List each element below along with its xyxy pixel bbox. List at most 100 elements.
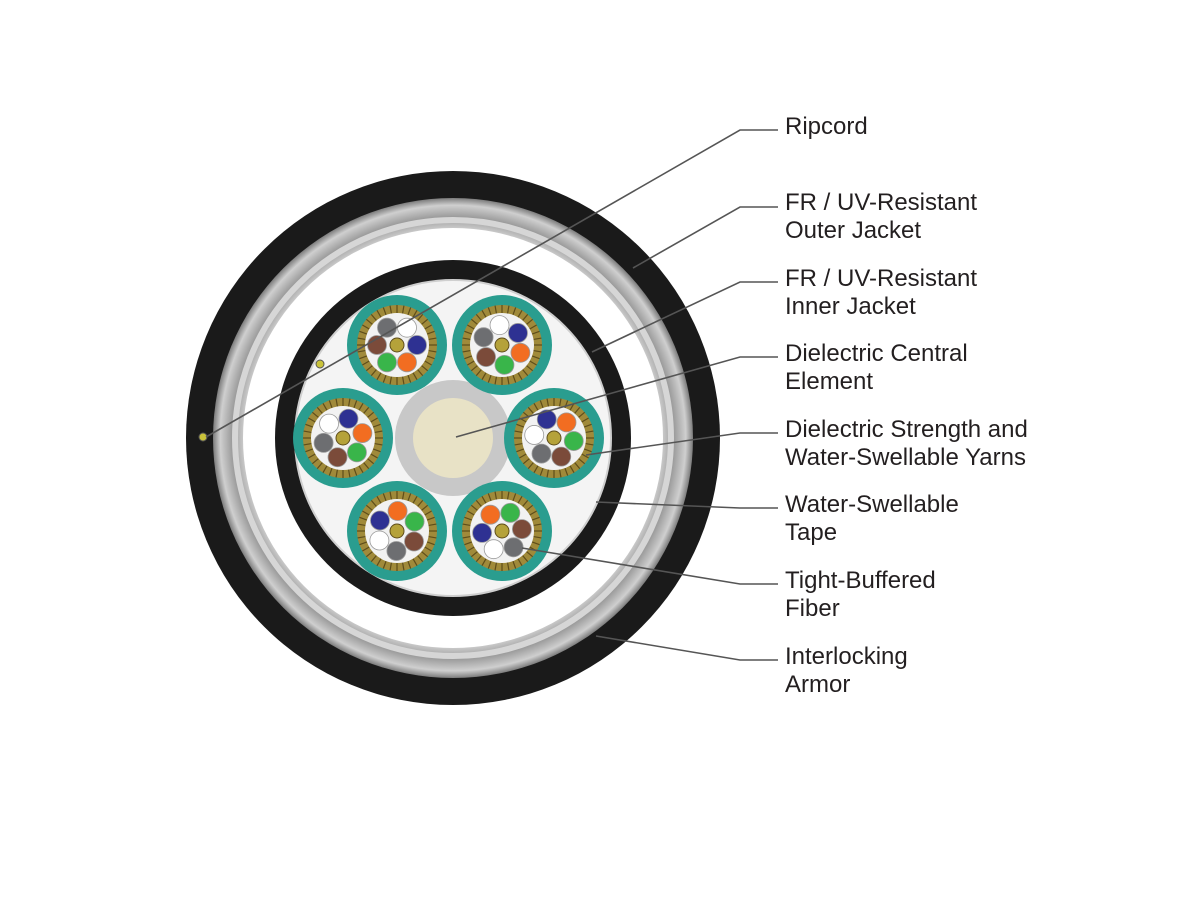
yarn-strand: [481, 496, 487, 504]
tight-buffered-fiber: [508, 323, 528, 343]
label-line: Fiber: [785, 595, 840, 622]
yarn-strand: [412, 372, 418, 380]
subunit: [293, 388, 393, 488]
yarn-strand: [506, 491, 510, 500]
yarn-strand: [481, 372, 487, 380]
yarn-strand: [481, 558, 487, 566]
leader-line: [595, 501, 778, 509]
yarn-strand: [370, 453, 378, 459]
yarn-strand: [428, 523, 437, 527]
tight-buffered-fiber: [524, 425, 545, 445]
yarn-strand: [362, 510, 370, 516]
tight-buffered-fiber: [377, 317, 397, 338]
label-line: FR / UV-Resistant: [785, 265, 978, 292]
yarn-strand: [516, 423, 525, 428]
central-element-core: [413, 398, 493, 478]
yarn-strand: [494, 305, 498, 314]
ripcord: [198, 432, 208, 442]
yarn-strand: [470, 318, 478, 325]
yarn-strand: [428, 349, 437, 353]
subunit: [452, 295, 552, 395]
yarn-strand: [421, 318, 429, 325]
yarn-strand: [359, 516, 368, 521]
yarn-strand: [514, 442, 523, 446]
yarn-strand: [529, 510, 537, 516]
yarn-strand: [462, 337, 471, 341]
yarn-strand: [417, 369, 424, 377]
subunit-center-yarn: [389, 337, 405, 353]
yarn-strand: [407, 307, 412, 316]
yarn-strand: [531, 330, 540, 335]
subunit: [347, 295, 447, 395]
label-line: FR / UV-Resistant: [785, 189, 978, 216]
subunit-center-yarn: [546, 430, 562, 446]
yarn-strand: [372, 448, 381, 453]
subunit-center-yarn: [494, 523, 510, 539]
leader-line: [455, 356, 778, 438]
yarn-strand: [362, 324, 370, 330]
yarn-strand: [526, 504, 534, 511]
yarn-strand: [328, 400, 333, 409]
tight-buffered-fiber: [563, 431, 584, 451]
yarn-strand: [365, 551, 373, 558]
yarn-strand: [539, 400, 544, 409]
yarn-strand: [531, 355, 540, 360]
yarn-strand: [357, 337, 366, 341]
yarn-strand: [412, 558, 418, 566]
tight-buffered-fiber: [313, 432, 334, 453]
label-line: Dielectric Central: [785, 340, 968, 367]
yarn-strand: [308, 417, 316, 423]
tight-buffered-fiber: [476, 347, 496, 367]
tight-buffered-fiber: [370, 510, 390, 531]
yarn-strand: [365, 318, 373, 325]
label-line: Dielectric Strength and: [785, 416, 1028, 443]
yarn-strand: [487, 307, 492, 316]
yarn-strand: [574, 462, 581, 470]
yarn-strand: [533, 465, 539, 473]
yarn-strand: [462, 349, 471, 353]
yarn-strand: [470, 551, 478, 558]
yarn-strand: [578, 411, 586, 418]
yarn-strand: [533, 349, 542, 353]
yarn-strand: [359, 330, 368, 335]
yarn-strand: [569, 465, 575, 473]
yarn-strand: [533, 523, 542, 527]
yarn-strand: [467, 360, 475, 366]
tight-buffered-fiber: [480, 504, 501, 525]
tight-buffered-fiber: [472, 522, 492, 543]
yarn-strand: [382, 374, 387, 383]
tight-buffered-fiber: [500, 502, 521, 523]
yarn-strand: [428, 535, 437, 539]
yarn-strand: [519, 453, 527, 459]
yarn-strand: [303, 442, 312, 446]
yarn-strand: [357, 535, 366, 539]
tight-buffered-fiber: [386, 541, 407, 561]
leader-line: [595, 635, 778, 661]
yarn-strand: [581, 417, 589, 423]
yarn-strand: [564, 467, 569, 476]
yarn-strand: [583, 448, 592, 453]
yarn-strand: [421, 551, 429, 558]
yarn-strand: [417, 313, 424, 321]
yarn-strand: [512, 560, 517, 569]
yarn-strand: [533, 535, 542, 539]
leader-lines: [205, 129, 778, 661]
tight-buffered-fiber: [319, 413, 339, 434]
yarn-strand: [370, 499, 377, 507]
yarn-strand: [487, 493, 492, 502]
label-water-tape: Water-Swellable Tape: [785, 491, 959, 547]
yarn-strand: [464, 330, 473, 335]
yarn-strand: [367, 411, 375, 418]
subunit: [504, 388, 604, 488]
yarn-strand: [533, 403, 539, 411]
yarn-strand: [305, 448, 314, 453]
yarn-strand: [517, 558, 523, 566]
yarn-strand: [494, 562, 498, 571]
yarn-strand: [529, 360, 537, 366]
yarn-strand: [365, 365, 373, 372]
yarn-strand: [475, 499, 482, 507]
yarn-strand: [462, 535, 471, 539]
yarn-strand: [467, 324, 475, 330]
yarn-strand: [311, 411, 319, 418]
yarn-strand: [467, 510, 475, 516]
